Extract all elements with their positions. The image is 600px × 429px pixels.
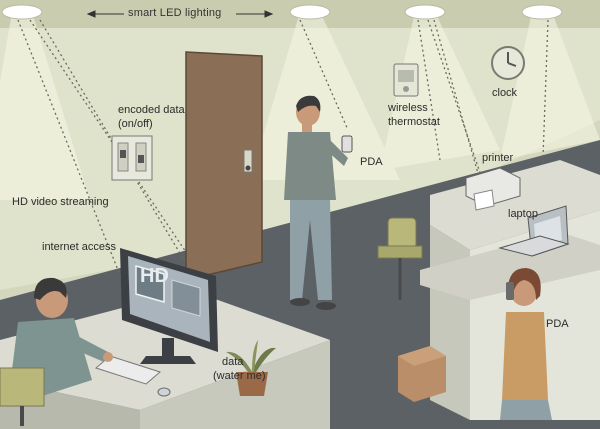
light-fixture-4 <box>521 4 563 20</box>
thermostat-label: thermostat <box>388 116 440 128</box>
printer <box>465 167 521 211</box>
light-cones <box>0 12 600 200</box>
potted-plant <box>226 340 276 396</box>
internet-access-label: internet access <box>42 241 116 253</box>
light-switch <box>111 135 153 181</box>
pda-seated-label: PDA <box>546 318 569 330</box>
ceiling-lights <box>1 4 563 20</box>
light-fixture-1 <box>1 4 43 20</box>
standing-person <box>284 95 353 310</box>
light-fixture-2 <box>289 4 331 20</box>
printer-label: printer <box>482 152 514 164</box>
computer-monitor <box>120 248 218 364</box>
encoded-data-sublabel: (on/off) <box>118 118 153 130</box>
door <box>185 51 263 281</box>
thermostat-device <box>393 63 419 97</box>
encoded-data-label: encoded data <box>118 104 185 116</box>
clock-label: clock <box>492 87 518 99</box>
hd-screen-text: HD <box>140 265 169 287</box>
hd-video-label: HD video streaming <box>12 196 109 208</box>
storage-box <box>398 346 446 402</box>
led-arrow <box>86 10 274 18</box>
keyboard <box>94 355 162 385</box>
pda-standing-label: PDA <box>360 156 383 168</box>
smart-led-label: smart LED lighting <box>128 7 222 19</box>
laptop <box>498 205 570 257</box>
light-fixture-3 <box>404 4 446 20</box>
wall-clock <box>491 46 525 80</box>
seated-woman <box>500 268 552 420</box>
data-label: data <box>222 356 244 368</box>
desk-chair <box>0 367 45 426</box>
mouse <box>157 387 171 397</box>
wireless-label: wireless <box>388 102 428 114</box>
office-chair <box>377 217 423 300</box>
water-me-label: (water me) <box>213 370 266 382</box>
laptop-label: laptop <box>508 208 538 220</box>
